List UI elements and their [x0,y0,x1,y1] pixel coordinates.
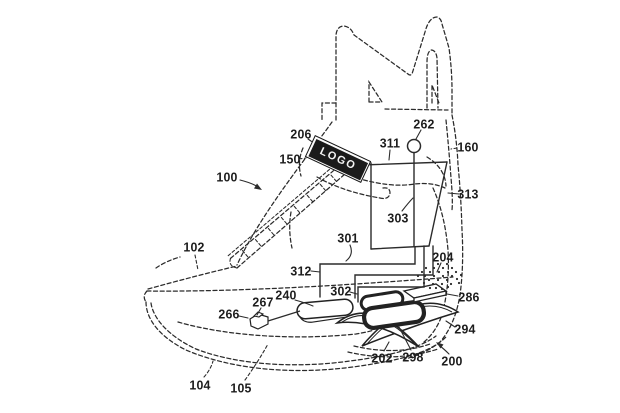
tongue-small-triangle [431,84,440,104]
ref-label-206: 206 [290,126,312,142]
collar-outline [335,16,453,121]
segmented-band [227,163,346,269]
toe-switch [249,310,301,330]
insole-plate [296,298,354,323]
ref-label-150: 150 [279,151,301,167]
leaf-spring-front [334,312,420,348]
ref-label-286: 286 [458,289,480,305]
leader-lines [194,129,460,381]
footbed-line [177,321,375,338]
vamp-to-heel-line [356,177,446,189]
collar-inner-triangle [368,79,384,103]
ref-label-104: 104 [189,377,211,393]
ref-label-105: 105 [230,380,252,396]
heel-inner-line [445,119,453,211]
heel-plate [361,299,427,331]
shoe-outline [143,16,464,372]
collar-notch [321,102,337,122]
wire-312-step [319,246,416,298]
heel-sole-arc-outer [347,348,439,358]
collar-bottom-line [384,108,449,111]
ref-label-313: 313 [457,186,479,202]
outsole-bottom-inner [150,302,437,366]
wire-311 [360,161,448,166]
ref-label-267: 267 [252,294,274,310]
ref-label-302: 302 [330,283,352,299]
ref-label-200: 200 [441,353,463,369]
wiring-harness [319,138,448,303]
ref-label-202: 202 [371,350,393,366]
ref-label-240: 240 [275,287,297,303]
ref-label-160: 160 [457,139,479,155]
collar-base-left [298,147,304,177]
wire-313 [428,161,448,247]
ref-label-100: 100 [216,169,238,185]
toe-tip [143,290,148,303]
tongue-inner-peak [426,49,439,109]
understrap-swoosh [316,176,391,200]
midsole-top-line [146,276,454,292]
ref-label-301: 301 [337,230,359,246]
ref-label-262: 262 [413,116,435,132]
vamp-lower-edge [147,265,238,290]
ref-label-312: 312 [290,263,312,279]
quarter-minor-line [289,211,293,249]
ref-label-298: 298 [402,349,424,365]
ref-label-311: 311 [379,135,401,151]
wire-301-step [354,245,434,299]
ref-label-102: 102 [183,239,205,255]
ref-label-266: 266 [218,306,240,322]
wire-302-step [357,245,425,303]
heel-sole-arc-inner [353,343,431,352]
achilles-curve [426,156,447,187]
toe-seam [155,256,181,269]
ref-label-303: 303 [387,210,409,226]
button-262 [406,138,422,154]
panel-bottom-edge [370,245,430,250]
ref-label-204: 204 [432,249,454,265]
sole-components [249,262,463,348]
ref-label-294: 294 [454,321,476,337]
outsole-bottom-outer [145,301,447,372]
quarter-topline [236,121,333,266]
